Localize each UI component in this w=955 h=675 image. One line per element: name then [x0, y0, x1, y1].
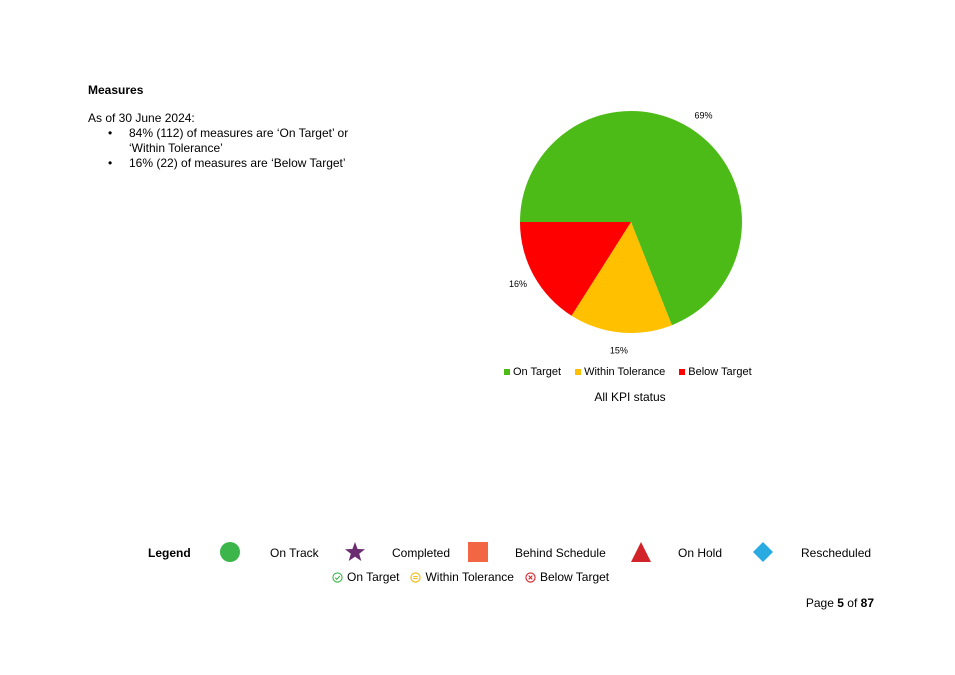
- legend-label-behind-schedule: Behind Schedule: [515, 546, 606, 560]
- legend-swatch-below-target: [679, 369, 686, 375]
- chart-legend: On Target Within Tolerance Below Target: [504, 366, 752, 378]
- legend-label-on-track: On Track: [270, 546, 319, 560]
- legend-title: Legend: [148, 546, 191, 560]
- bullet-item: 84% (112) of measures are ‘On Target’ or…: [108, 126, 378, 156]
- status-label: On Target: [347, 570, 400, 584]
- blue-diamond-icon: [753, 542, 773, 562]
- chart-legend-item: Below Target: [679, 366, 752, 378]
- legend-label-completed: Completed: [392, 546, 451, 560]
- status-below-target: Below Target: [525, 570, 609, 584]
- measures-bullet-list: 84% (112) of measures are ‘On Target’ or…: [108, 126, 378, 171]
- status-on-target: On Target: [332, 570, 399, 584]
- page-total: 87: [860, 596, 874, 610]
- legend-swatch-within-tolerance: [575, 369, 582, 375]
- x-circle-icon: [525, 571, 536, 583]
- neutral-circle-icon: [410, 571, 422, 583]
- as-of-date-text: As of 30 June 2024:: [88, 111, 195, 125]
- status-within-tolerance: Within Tolerance: [410, 570, 514, 584]
- bullet-item: 16% (22) of measures are ‘Below Target’: [108, 156, 378, 171]
- green-circle-icon: [220, 542, 240, 562]
- chart-legend-item: On Target: [504, 366, 561, 378]
- page-prefix: Page: [805, 596, 834, 610]
- pie-data-label: 69%: [695, 110, 713, 120]
- status-key-row: On Target Within Tolerance Below Target: [332, 570, 609, 584]
- status-legend: Legend On Track Completed Behind Schedul…: [148, 541, 876, 565]
- section-heading: Measures: [88, 83, 144, 97]
- purple-star-icon: [345, 542, 365, 561]
- pie-data-label: 16%: [509, 279, 527, 289]
- kpi-pie-chart: 69% 15% 16%: [509, 110, 742, 355]
- legend-label-on-hold: On Hold: [678, 546, 723, 560]
- legend-swatch-on-target: [504, 369, 510, 375]
- pie-slice-below-target: [520, 222, 631, 316]
- status-label: Below Target: [539, 570, 610, 584]
- legend-label: Below Target: [688, 366, 752, 378]
- legend-label-rescheduled: Rescheduled: [801, 546, 872, 560]
- legend-label: Within Tolerance: [584, 366, 666, 378]
- orange-square-icon: [468, 542, 488, 562]
- check-circle-icon: [332, 571, 343, 583]
- pie-slice-within-tolerance: [571, 222, 672, 333]
- legend-label: On Target: [513, 366, 562, 378]
- pie-data-label: 15%: [610, 345, 628, 355]
- page-number: Page 5 of 87: [806, 596, 874, 610]
- page-of: of: [847, 596, 858, 610]
- pie-slice-on-target: [520, 110, 742, 326]
- chart-title: All KPI status: [594, 390, 666, 404]
- page-current: 5: [837, 596, 844, 610]
- red-triangle-icon: [631, 542, 651, 562]
- status-label: Within Tolerance: [425, 570, 514, 584]
- chart-legend-item: Within Tolerance: [575, 366, 665, 378]
